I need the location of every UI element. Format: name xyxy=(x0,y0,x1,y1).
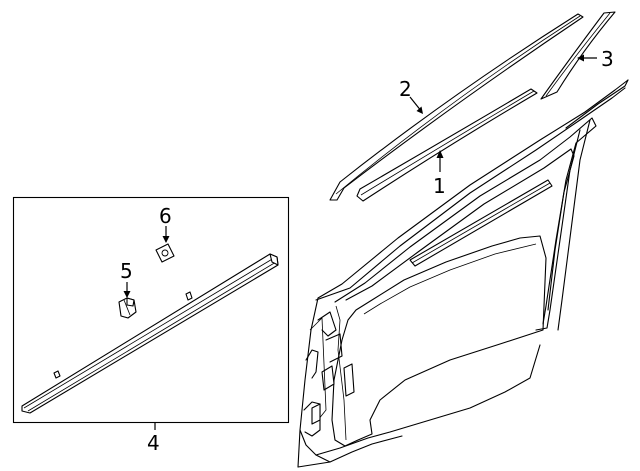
part-2-frame-molding xyxy=(329,13,584,201)
callout-3: 3 xyxy=(601,47,614,71)
callout-2: 2 xyxy=(399,77,412,101)
callout-4: 4 xyxy=(147,431,160,455)
callout-5: 5 xyxy=(120,259,133,283)
part-3-garnish xyxy=(540,11,616,100)
callout-1: 1 xyxy=(433,174,446,198)
callout-6: 6 xyxy=(159,204,172,228)
callout-box xyxy=(12,196,290,424)
part-1-weatherstrip xyxy=(356,88,538,202)
part-4-door-molding xyxy=(21,253,279,414)
part-5-clip xyxy=(118,297,137,319)
door-shell xyxy=(297,79,629,468)
callout-leaders xyxy=(123,54,597,430)
part-6-retainer xyxy=(155,243,175,263)
